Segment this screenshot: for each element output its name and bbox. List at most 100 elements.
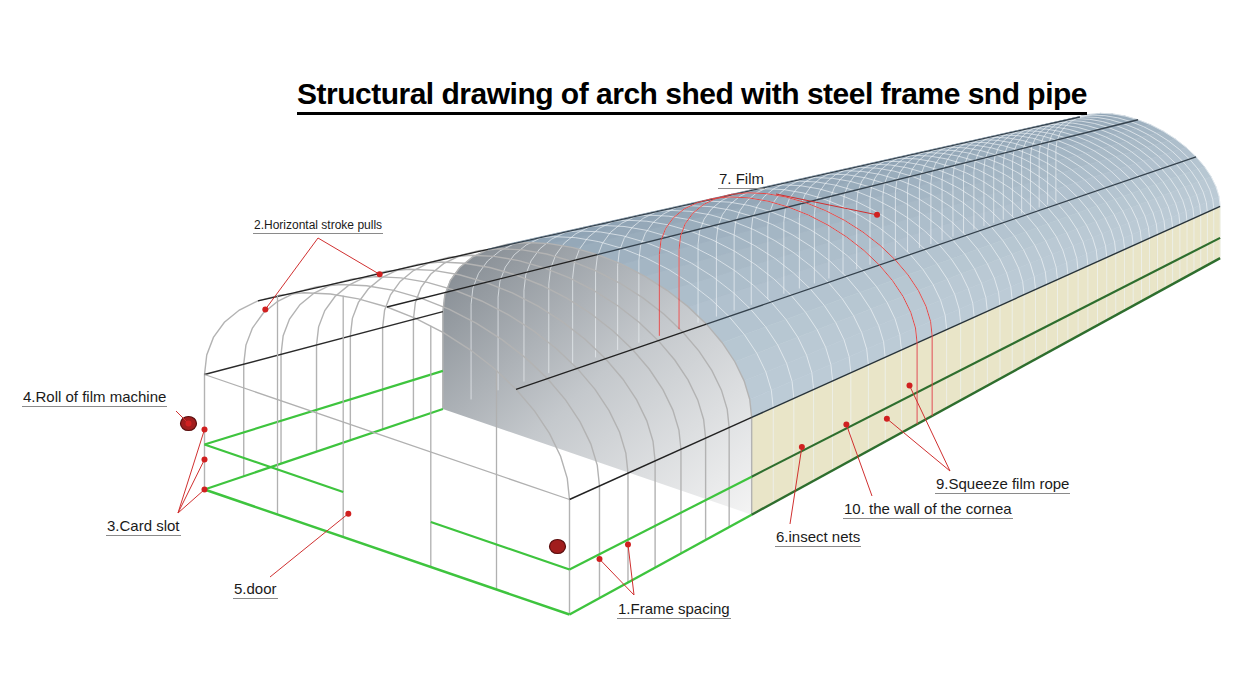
arch-frame (953, 135, 1142, 301)
film-panel (1078, 266, 1088, 336)
film-panel (974, 311, 987, 393)
film-panel (1107, 253, 1116, 320)
film-panel (1012, 295, 1024, 372)
arch-frame (784, 171, 1012, 372)
film-panel (987, 306, 1000, 386)
callout-label: 4.Roll of film machine (22, 388, 167, 407)
leader-line (178, 460, 205, 514)
gable-pipe (205, 445, 344, 493)
leader-line (178, 430, 205, 514)
leader-dot (202, 427, 208, 433)
leader-dot (202, 487, 208, 493)
film-panel (1157, 231, 1165, 292)
arch-frame (895, 147, 1097, 325)
callout-label: 2.Horizontal stroke pulls (253, 218, 383, 234)
film-panel (1057, 275, 1067, 347)
arch-frame (829, 161, 1047, 353)
leader-line (265, 238, 318, 309)
arch-frame (350, 262, 681, 553)
leader-dot (596, 556, 602, 562)
film-panel (833, 373, 851, 471)
gable-pipe (496, 371, 497, 590)
arch-frame (1039, 117, 1207, 265)
leader-line (270, 514, 348, 577)
long-pipe (570, 417, 752, 499)
callout-label: 10. the wall of the cornea (843, 500, 1013, 519)
film-panel (1000, 300, 1012, 379)
gable-pipe (431, 522, 570, 570)
leader-line (846, 425, 872, 496)
arch-frame (919, 142, 1115, 315)
long-pipe (205, 409, 443, 490)
film-panel (868, 357, 885, 451)
leader-dot (262, 306, 268, 312)
leader-dot (186, 421, 192, 427)
film-panel (773, 398, 794, 502)
film-panel (901, 343, 917, 433)
film-panel (794, 390, 814, 492)
film-panel (1116, 249, 1125, 315)
leader-dot (906, 383, 912, 389)
gable-pipe (205, 490, 570, 615)
film-roller (550, 540, 566, 554)
gable-pipe (430, 326, 431, 567)
leader-dot (202, 457, 208, 463)
arch-frame (281, 277, 628, 583)
film-rope-arcs (659, 193, 932, 424)
arch-frame (205, 293, 570, 615)
callout-label: 1.Frame spacing (617, 600, 731, 619)
film-panel (932, 330, 947, 416)
film-panel (1187, 218, 1194, 276)
leader-dot (884, 416, 890, 422)
long-pipe (488, 117, 1080, 249)
film-panel (885, 350, 901, 442)
long-pipe (205, 371, 443, 445)
leader-line (790, 447, 802, 524)
leader-line (599, 559, 634, 595)
callout-label: 5.door (233, 580, 278, 599)
film-panel (1214, 206, 1220, 261)
film-panel (752, 408, 774, 515)
arch-frame (317, 269, 656, 567)
arch-frame (942, 137, 1133, 305)
film-panel (1125, 246, 1134, 311)
long-pipe (258, 249, 488, 300)
leader-line (887, 419, 950, 471)
long-pipe (570, 477, 752, 570)
film-panel (1036, 285, 1047, 360)
callout-label: 7. Film (718, 170, 765, 189)
arch-frame (799, 167, 1024, 365)
arch-frame (244, 285, 600, 599)
leader-dot (799, 444, 805, 450)
gable-pipe (343, 296, 344, 537)
film-panel (1150, 235, 1158, 297)
film-panel (1141, 238, 1149, 301)
film-panel (1194, 215, 1201, 272)
film-panel (1047, 280, 1058, 353)
leader-line (178, 490, 205, 514)
arch-frame (931, 140, 1125, 311)
arch-frame (1022, 121, 1194, 273)
arch-frame (498, 231, 794, 492)
film-panel (1088, 262, 1098, 331)
leader-line (318, 238, 380, 274)
film-rope-arc (679, 193, 932, 416)
film-panel (961, 317, 975, 400)
arch-frame (994, 126, 1173, 284)
arch-frame (639, 201, 902, 432)
film-panel (814, 381, 833, 481)
arch-frame (618, 206, 886, 442)
arch-frame (1031, 119, 1201, 269)
gable-pipe (205, 375, 570, 500)
arch-frame (573, 215, 851, 460)
leader-dot (377, 271, 383, 277)
leader-dot (874, 212, 880, 218)
leader-dot (843, 422, 849, 428)
long-pipes (205, 117, 1221, 615)
diagram-title: Structural drawing of arch shed with ste… (297, 76, 1087, 115)
arch-frame (974, 131, 1158, 293)
arch-frames (205, 113, 1221, 614)
long-pipe (516, 324, 706, 389)
